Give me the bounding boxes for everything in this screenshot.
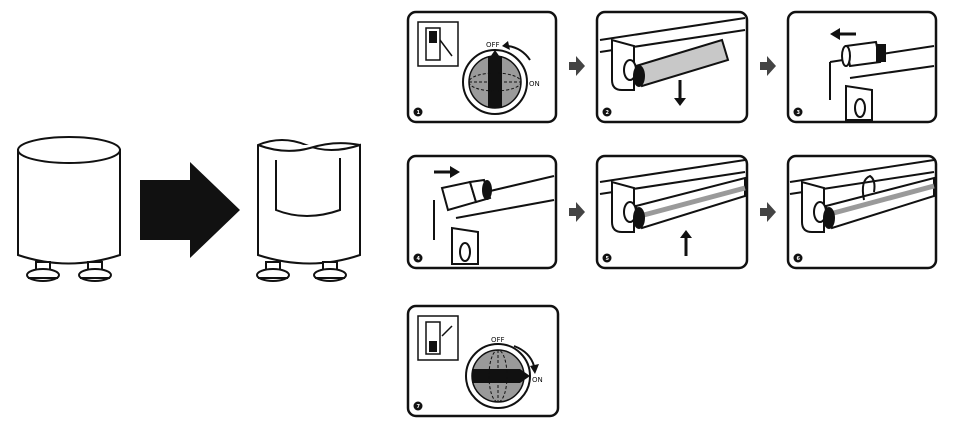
step-arrow-icon (569, 202, 585, 222)
step-number-7: 7 (417, 404, 421, 410)
starter-before-icon (17, 136, 121, 282)
wall-switch-icon (417, 21, 459, 67)
step-number-4: 4 (417, 256, 421, 262)
wall-switch-icon (417, 315, 459, 361)
dial-off-label: OFF (491, 336, 505, 344)
step-panel-1: OFF ON 1 (406, 10, 558, 124)
rotary-dial-icon (462, 41, 531, 115)
step-panel-4: 4 (406, 154, 558, 270)
fluorescent-tube-icon (633, 38, 730, 88)
step-arrow-icon (760, 56, 776, 76)
step-panel-3: 3 (786, 10, 938, 124)
dial-on-label: ON (529, 80, 540, 88)
step-number-2: 2 (606, 110, 610, 116)
step-arrow-icon (569, 56, 585, 76)
step-panel-5: 5 (595, 154, 749, 270)
dial-off-label: OFF (486, 41, 500, 49)
starter-after-icon (256, 139, 361, 282)
step-number-1: 1 (417, 110, 421, 116)
step-panel-6: 6 (786, 154, 938, 270)
step-number-5: 5 (606, 256, 610, 262)
step-number-6: 6 (797, 256, 801, 262)
step-arrow-icon (760, 202, 776, 222)
step-number-3: 3 (797, 110, 801, 116)
step-panel-2: 2 (595, 10, 749, 124)
dial-on-label: ON (532, 376, 543, 384)
big-arrow-icon (140, 162, 240, 258)
rotary-dial-icon (465, 343, 539, 409)
step-panel-7: OFF ON 7 (406, 304, 560, 418)
